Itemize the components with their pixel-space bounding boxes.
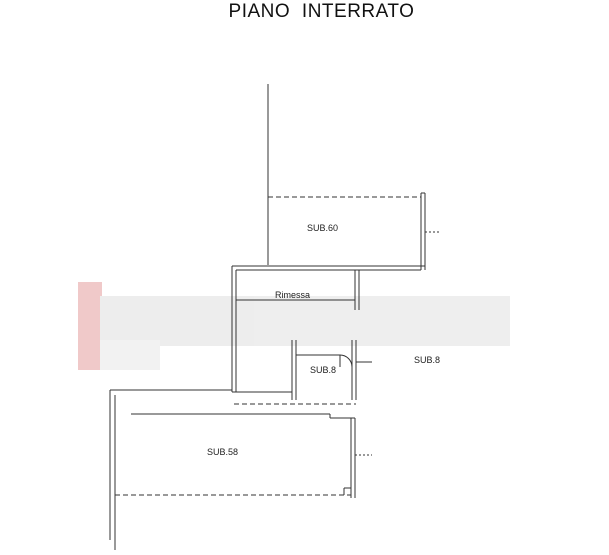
label-rimessa: Rimessa	[275, 290, 310, 300]
watermark-band	[100, 296, 510, 346]
label-sub58: SUB.58	[207, 447, 238, 457]
watermark-band-lower	[100, 340, 160, 370]
title-wrap: PIANO INTERRATO	[0, 0, 609, 26]
label-sub60: SUB.60	[307, 223, 338, 233]
plan-title: PIANO INTERRATO	[228, 1, 415, 22]
door-arc	[339, 354, 353, 368]
watermark-logo-mark	[78, 282, 102, 370]
label-sub8-inner: SUB.8	[310, 365, 336, 375]
label-sub8-outer: SUB.8	[414, 355, 440, 365]
watermark	[78, 282, 510, 370]
walls	[109, 84, 440, 550]
